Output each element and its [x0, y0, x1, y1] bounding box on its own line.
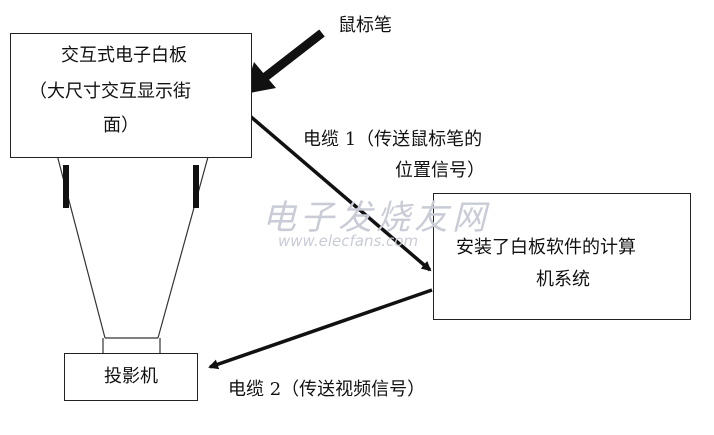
projection-right-edge	[157, 127, 217, 339]
watermark-url: www.elecfans.com	[278, 232, 419, 250]
watermark-text: 电子发烧友网	[262, 198, 490, 238]
whiteboard-subtitle: （大尺寸交互显示街	[29, 81, 191, 102]
whiteboard-subtitle-cont: 面）	[103, 115, 139, 136]
cable2-arrow	[208, 288, 433, 370]
cable1-label-line1: 电缆 1（传送鼠标笔的	[303, 129, 483, 150]
whiteboard-title: 交互式电子白板	[61, 45, 187, 66]
projection-left-edge	[49, 127, 106, 339]
cable1-label-line2: 位置信号）	[395, 160, 485, 181]
cable1-arrow	[248, 114, 432, 272]
computer-label-line1: 安装了白板软件的计算	[456, 237, 636, 258]
projector-box: 投影机	[64, 353, 198, 401]
whiteboard-box: 交互式电子白板 （大尺寸交互显示街 面）	[10, 33, 252, 158]
pen-label: 鼠标笔	[338, 15, 392, 36]
cable2-label: 电缆 2（传送视频信号）	[228, 379, 426, 400]
computer-label-line2: 机系统	[536, 269, 590, 290]
computer-box: 安装了白板软件的计算 机系统	[433, 193, 691, 320]
projector-label: 投影机	[104, 366, 158, 387]
pen-arrow	[261, 29, 325, 82]
pen-arrowhead	[244, 62, 276, 94]
